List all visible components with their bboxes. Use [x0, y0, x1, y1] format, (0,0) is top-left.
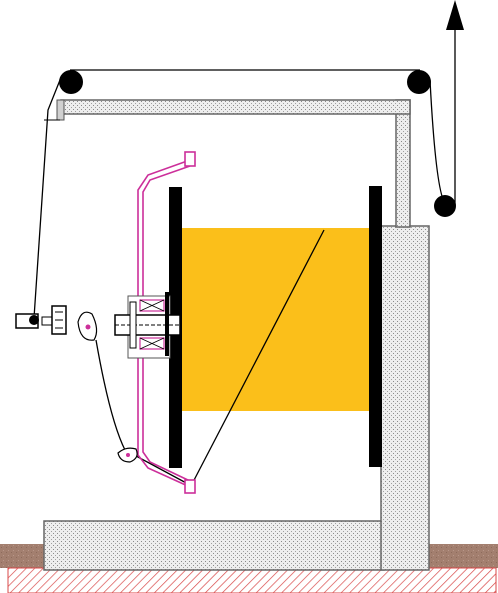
arm-lower-inner — [142, 355, 191, 482]
cable-left-drop — [33, 79, 61, 319]
pulley-wheel-icon — [434, 195, 456, 217]
up-arrow-icon — [446, 0, 464, 30]
traverse-arm — [137, 151, 196, 494]
cable-path — [33, 20, 456, 486]
base-block — [43, 520, 385, 571]
cable-to-drum — [191, 229, 325, 485]
pulleys — [59, 70, 456, 217]
arm-upper-inner — [142, 165, 191, 298]
right-column — [380, 225, 430, 571]
pulley-wheel-icon — [407, 70, 431, 94]
arm-bottom-clamp — [184, 479, 196, 494]
reel-flange-right — [369, 186, 382, 467]
arm-top-clamp — [184, 151, 196, 167]
arm-upper — [137, 159, 191, 298]
machine-frame — [43, 99, 430, 571]
beam-end-bracket — [56, 99, 65, 121]
tensioner — [15, 119, 138, 463]
ground-foundation — [7, 567, 497, 593]
tensioner-roller — [29, 315, 39, 325]
cable-right-loop — [429, 79, 447, 206]
vertical-post — [395, 99, 411, 228]
pulley-wheel-icon — [59, 70, 83, 94]
top-beam — [60, 99, 411, 115]
arm-lower — [137, 355, 191, 488]
hub-assembly — [114, 292, 181, 359]
cable-lower-left — [95, 339, 191, 486]
cable-reel — [169, 186, 382, 468]
reel-drum — [180, 228, 373, 411]
